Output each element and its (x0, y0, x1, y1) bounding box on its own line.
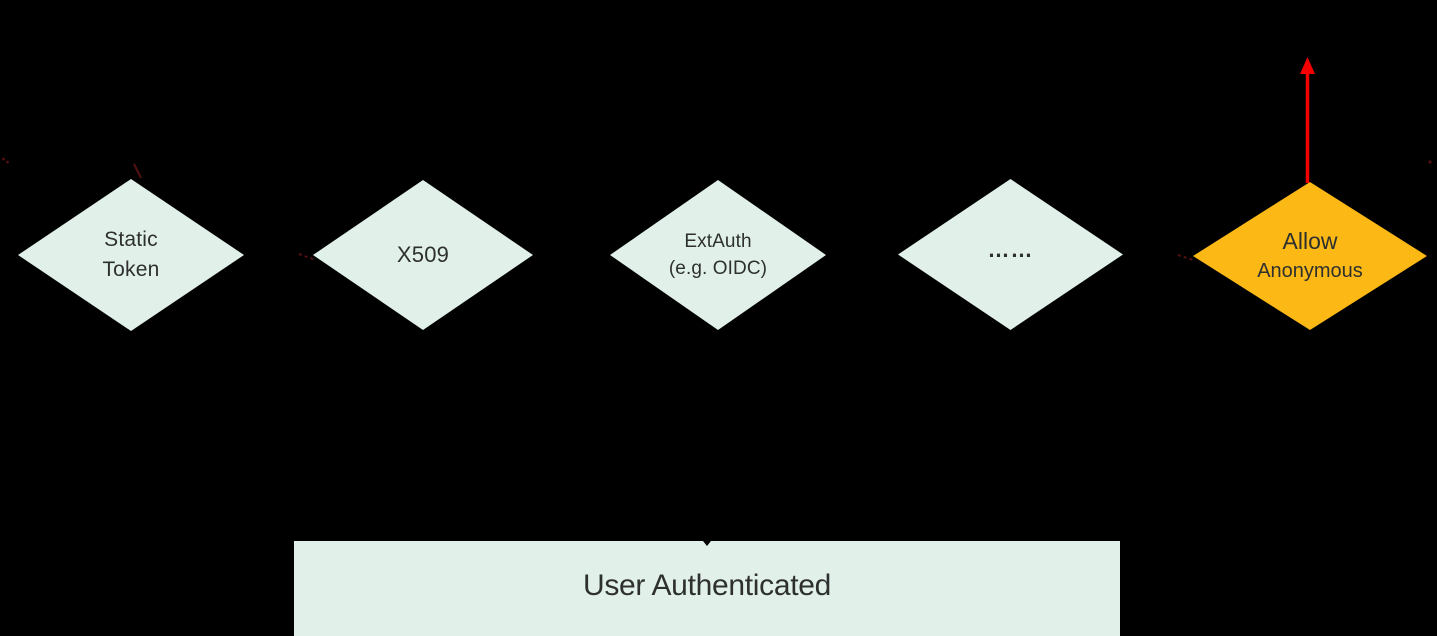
static-token-label-line1: Static (104, 228, 158, 251)
diamond-ellipsis: …… (898, 179, 1123, 330)
extauth-label-line2: (e.g. OIDC) (668, 258, 768, 279)
diamond-x509: X509 (313, 180, 533, 330)
extauth-label-line1: ExtAuth (684, 231, 752, 252)
static-token-label-line2: Token (102, 258, 160, 281)
diamond-allow-anonymous: Allow Anonymous (1193, 182, 1427, 330)
user-authenticated-box: User Authenticated (294, 541, 1120, 636)
x509-label: X509 (396, 242, 450, 267)
diamond-static-token: Static Token (18, 179, 244, 331)
allow-anonymous-label-line2: Anonymous (1257, 260, 1363, 282)
diamond-extauth: ExtAuth (e.g. OIDC) (610, 180, 826, 330)
ellipsis-label: …… (987, 236, 1034, 262)
user-authenticated-label: User Authenticated (582, 568, 832, 602)
allow-anonymous-label-line1: Allow (1282, 228, 1338, 254)
red-up-arrow (1300, 57, 1315, 183)
